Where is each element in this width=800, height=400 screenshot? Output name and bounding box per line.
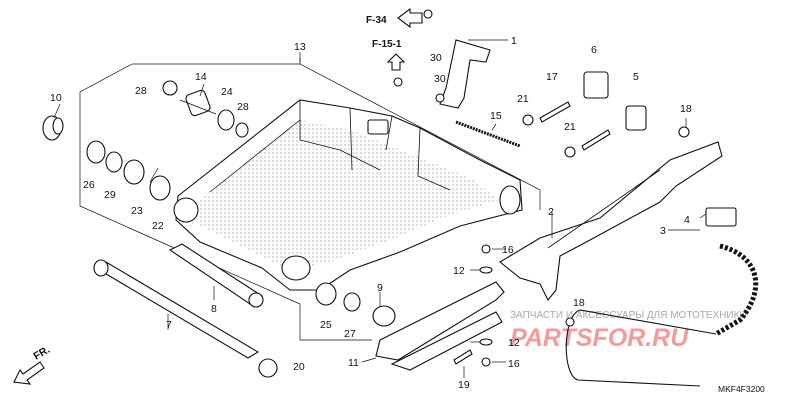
callout-21b: 21 — [564, 121, 576, 133]
callout-5: 5 — [633, 71, 639, 83]
callout-15: 15 — [490, 110, 502, 122]
reference-f34-arrow-icon — [397, 7, 423, 29]
callout-10: 10 — [50, 92, 62, 104]
callout-13: 13 — [294, 41, 306, 53]
callouts: 1 2 3 4 5 6 7 8 9 10 11 12 12 13 14 15 1… — [50, 35, 692, 391]
lower-bearing-parts — [315, 282, 396, 327]
reference-f151-arrow-icon — [386, 53, 406, 71]
reference-f151-label[interactable]: F-15-1 — [372, 39, 402, 50]
callout-6: 6 — [591, 44, 597, 56]
callout-4: 4 — [684, 214, 690, 226]
reference-links: F-34 F-15-1 — [366, 7, 423, 71]
callout-16b: 16 — [508, 358, 520, 370]
bracket-assembly — [393, 9, 521, 148]
callout-14: 14 — [195, 71, 207, 83]
swingarm-body — [173, 99, 523, 291]
watermark-brand: PARTSFOR.RU — [510, 324, 689, 352]
callout-29: 29 — [104, 189, 116, 201]
callout-16a: 16 — [502, 244, 514, 256]
callout-28a: 28 — [135, 85, 147, 97]
callout-12b: 12 — [508, 337, 520, 349]
diagram-code: MKF4F3200 — [718, 384, 765, 394]
callout-19: 19 — [458, 379, 470, 391]
callout-23: 23 — [131, 205, 143, 217]
callout-9: 9 — [377, 282, 383, 294]
callout-1: 1 — [511, 35, 517, 47]
drive-chain — [565, 243, 759, 387]
callout-21a: 21 — [517, 93, 529, 105]
callout-30a: 30 — [430, 52, 442, 64]
callout-18b: 18 — [573, 297, 585, 309]
callout-30b: 30 — [434, 73, 446, 85]
callout-18a: 18 — [680, 103, 692, 115]
callout-28b: 28 — [237, 101, 249, 113]
front-direction-label: FR. — [32, 344, 53, 363]
leader-lines — [53, 39, 707, 378]
callout-26: 26 — [83, 179, 95, 191]
lower-fasteners — [453, 244, 575, 367]
chain-slider — [375, 281, 505, 371]
callout-17: 17 — [546, 71, 558, 83]
front-direction-indicator: FR. — [13, 344, 53, 385]
chain-case — [499, 141, 723, 302]
pivot-shaft-assembly — [93, 243, 278, 378]
callout-20: 20 — [293, 361, 305, 373]
callout-24: 24 — [221, 86, 233, 98]
callout-27: 27 — [344, 328, 356, 340]
watermark-tagline: ЗАПЧАСТИ И АКСЕССУАРЫ ДЛЯ МОТОТЕХНИКИ — [510, 310, 747, 321]
callout-22: 22 — [152, 220, 164, 232]
callout-8: 8 — [211, 303, 217, 315]
watermark: ЗАПЧАСТИ И АКСЕССУАРЫ ДЛЯ МОТОТЕХНИКИ PA… — [510, 310, 747, 352]
front-arrow-icon — [13, 361, 45, 385]
callout-7: 7 — [166, 319, 172, 331]
callout-11: 11 — [348, 357, 359, 369]
upper-right-parts — [522, 71, 737, 227]
callout-25: 25 — [320, 319, 332, 331]
callout-2: 2 — [548, 206, 554, 218]
callout-3: 3 — [660, 225, 666, 237]
callout-12a: 12 — [453, 265, 465, 277]
reference-f34-label[interactable]: F-34 — [366, 15, 387, 26]
